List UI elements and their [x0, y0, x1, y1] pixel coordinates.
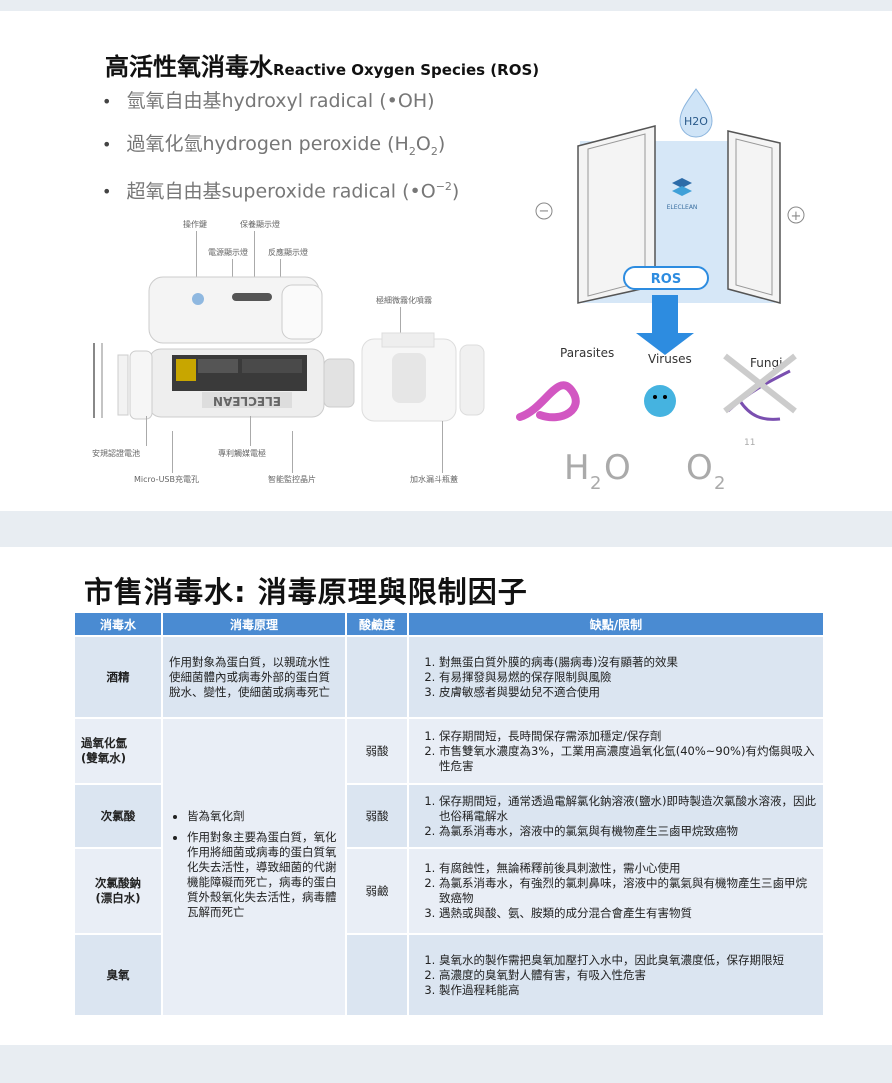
label-operation-key: 操作鍵 [183, 220, 207, 229]
bullet-hydroxyl: 氫氧自由基hydroxyl radical (•OH) [102, 83, 459, 126]
slide-title: 高活性氧消毒水Reactive Oxygen Species (ROS) [105, 47, 539, 82]
label-chip: 智能監控晶片 [268, 475, 316, 484]
label-reverse-light: 反應顯示燈 [268, 248, 308, 257]
row-name-hypochlorous: 次氯酸 [75, 785, 161, 847]
row-acidity-hypochlorous: 弱酸 [347, 785, 407, 847]
shared-principle-oxidizers: 皆為氧化劑作用對象主要為蛋白質，氧化作用將細菌或病毒的蛋白質氧化失去活性，導致細… [163, 719, 345, 1015]
table-row: 酒精 作用對象為蛋白質，以親疏水性使細菌體內或病毒外部的蛋白質脫水、變性，使細菌… [75, 637, 823, 717]
slide-ros: 高活性氧消毒水Reactive Oxygen Species (ROS) 氫氧自… [0, 11, 892, 511]
row-name-peroxide: 過氧化氫 (雙氧水) [75, 719, 161, 783]
table-row: 次氯酸鈉 (漂白水) 弱鹼 有腐蝕性，無論稀釋前後具刺激性，需小心使用為氯系消毒… [75, 849, 823, 933]
disinfectant-table: 消毒水 消毒原理 酸鹼度 缺點/限制 酒精 作用對象為蛋白質，以親疏水性使細菌體… [73, 611, 825, 1017]
table-header-row: 消毒水 消毒原理 酸鹼度 缺點/限制 [75, 613, 823, 635]
slide-disinfectant-comparison: 市售消毒水: 消毒原理與限制因子 消毒水 消毒原理 酸鹼度 缺點/限制 酒精 作… [0, 547, 892, 1045]
anode-plus: + [791, 209, 802, 224]
row-name-alcohol: 酒精 [75, 637, 161, 717]
eleclean-logo-text: ELECLEAN [667, 204, 698, 211]
label-battery: 安規認證電池 [92, 449, 140, 458]
bullet-peroxide: 過氧化氫hydrogen peroxide (H2O2) [102, 126, 459, 169]
row-limits-peroxide: 保存期間短，長時間保存需添加穩定/保存劑市售雙氧水濃度為3%，工業用高濃度過氧化… [409, 719, 823, 783]
row-limits-alcohol: 對無蛋白質外膜的病毒(腸病毒)沒有顯著的效果有易揮發與易燃的保存限制與風險皮膚敏… [409, 637, 823, 717]
row-acidity-bleach: 弱鹼 [347, 849, 407, 933]
table-row: 過氧化氫 (雙氧水) 皆為氧化劑作用對象主要為蛋白質，氧化作用將細菌或病毒的蛋白… [75, 719, 823, 1015]
fungi-label: Fungi [750, 356, 782, 370]
h2o-big-sub: 2 [590, 473, 601, 491]
header-principle: 消毒原理 [163, 613, 345, 635]
page-number: 11 [744, 438, 756, 448]
viruses-label: Viruses [648, 352, 692, 366]
header-acidity: 酸鹼度 [347, 613, 407, 635]
cathode-minus: − [539, 204, 550, 219]
h2o-big-o: O [604, 448, 631, 488]
h2o-big-h: H [564, 448, 590, 488]
device-exploded-svg: ELECLEAN [93, 276, 485, 422]
label-electrode: 專利觸媒電極 [218, 449, 266, 458]
parasites-label: Parasites [560, 346, 614, 360]
row-limits-ozone: 臭氧水的製作需把臭氧加壓打入水中，因此臭氧濃度低，保存期限短高濃度的臭氧對人體有… [409, 935, 823, 1015]
row-principle-alcohol: 作用對象為蛋白質，以親疏水性使細菌體內或病毒外部的蛋白質脫水、變性，使細菌或病毒… [163, 637, 345, 717]
label-atomizer: 極細微霧化噴霧 [376, 296, 432, 305]
ros-bullet-list: 氫氧自由基hydroxyl radical (•OH) 過氧化氫hydrogen… [102, 83, 459, 212]
header-disinfectant: 消毒水 [75, 613, 161, 635]
table-row: 次氯酸 弱酸 保存期間短，通常透過電解氯化鈉溶液(鹽水)即時製造次氯酸水溶液，因… [75, 785, 823, 847]
label-power-light: 電源顯示燈 [208, 248, 248, 257]
label-usb: Micro-USB充電孔 [134, 475, 199, 484]
row-name-ozone: 臭氧 [75, 935, 161, 1015]
table-row: 臭氧 臭氧水的製作需把臭氧加壓打入水中，因此臭氧濃度低，保存期限短高濃度的臭氧對… [75, 935, 823, 1015]
row-name-bleach: 次氯酸鈉 (漂白水) [75, 849, 161, 933]
row-limits-hypochlorous: 保存期間短，通常透過電解氯化鈉溶液(鹽水)即時製造次氯酸水溶液，因此也俗稱電解水… [409, 785, 823, 847]
row-acidity-alcohol [347, 637, 407, 717]
title-zh: 高活性氧消毒水 [105, 53, 273, 81]
header-limits: 缺點/限制 [409, 613, 823, 635]
bullet-superoxide: 超氧自由基superoxide radical (•O−2) [102, 169, 459, 212]
slide-title: 市售消毒水: 消毒原理與限制因子 [84, 575, 528, 609]
device-brand-text: ELECLEAN [213, 394, 281, 408]
ros-electrolysis-diagram: H2O − + ELECLEAN ROS Parasites Viruses F… [516, 88, 805, 491]
o2-big-o: O [686, 448, 713, 488]
row-acidity-peroxide: 弱酸 [347, 719, 407, 783]
title-en: Reactive Oxygen Species (ROS) [273, 61, 540, 79]
label-funnel: 加水漏斗瓶蓋 [410, 475, 458, 484]
label-maintenance-light: 保養顯示燈 [240, 220, 280, 229]
row-acidity-ozone [347, 935, 407, 1015]
row-limits-bleach: 有腐蝕性，無論稀釋前後具刺激性，需小心使用為氯系消毒水，有強烈的氯刺鼻味，溶液中… [409, 849, 823, 933]
ros-label: ROS [651, 272, 681, 287]
o2-big-sub: 2 [714, 473, 725, 491]
h2o-drop-label: H2O [684, 115, 708, 128]
